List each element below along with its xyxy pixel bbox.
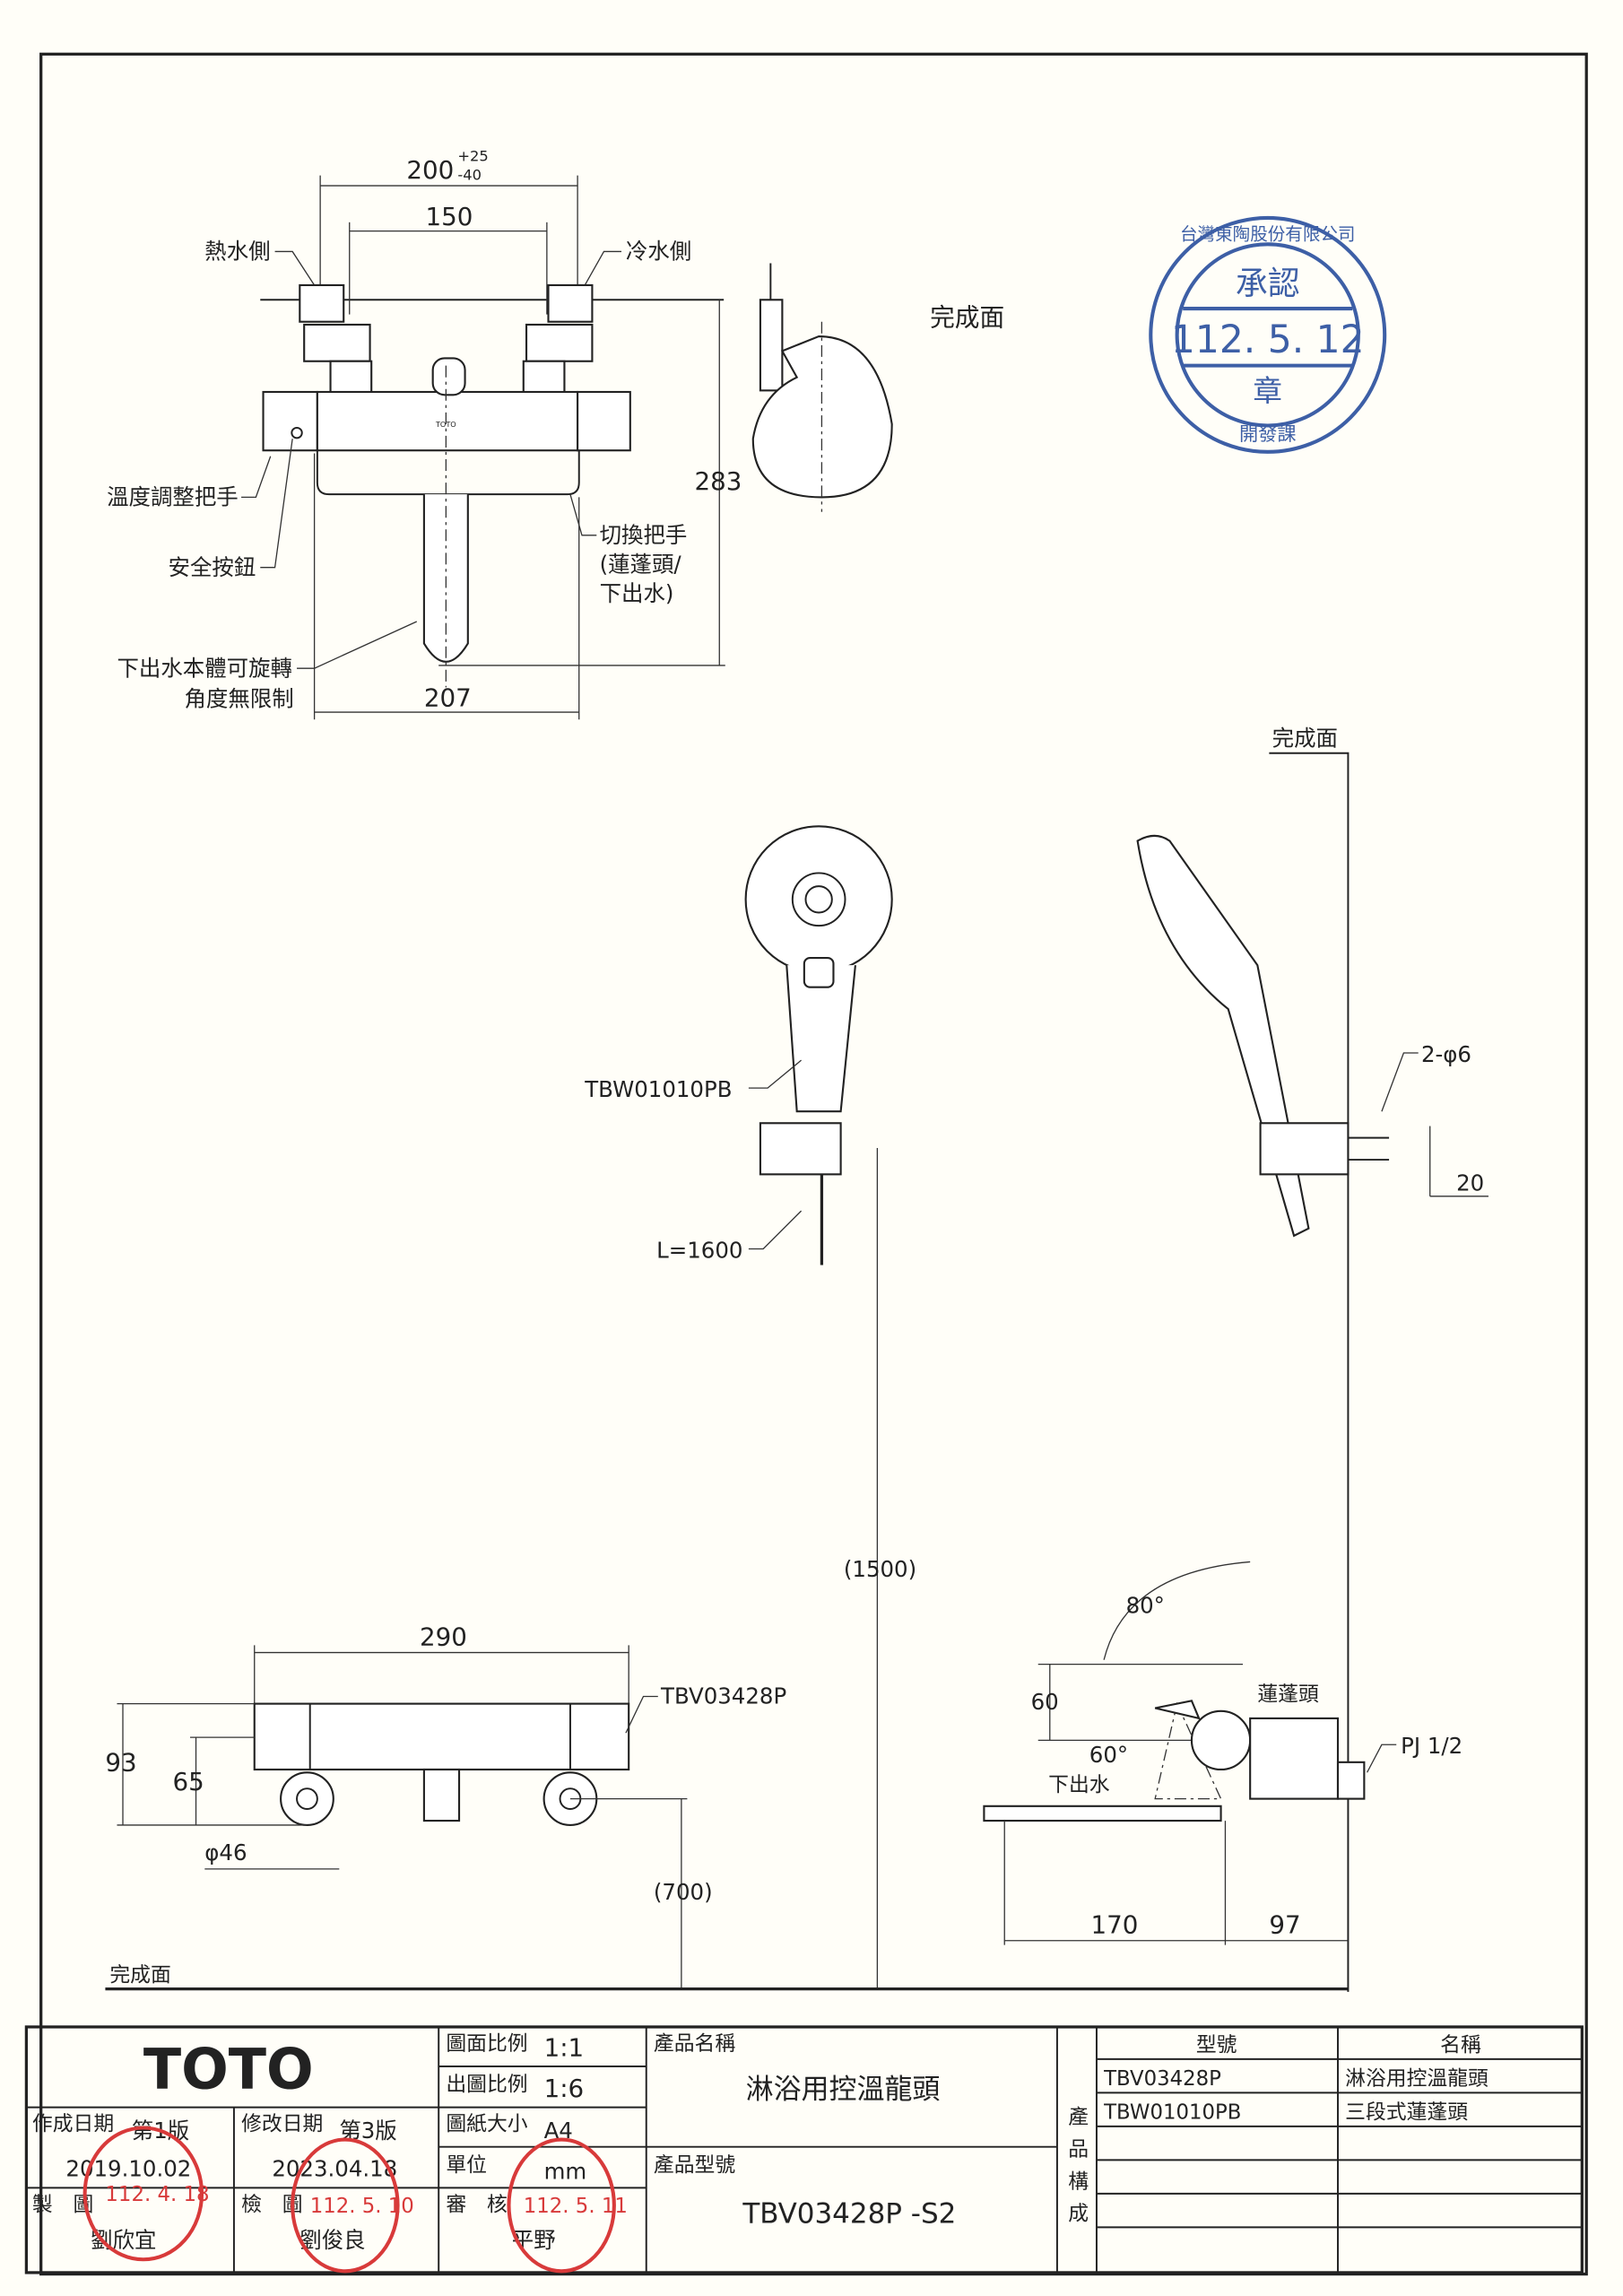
unit: mm bbox=[544, 2159, 587, 2185]
dim-1500: (1500) bbox=[844, 1556, 916, 1582]
temp-handle bbox=[262, 390, 318, 452]
approval-stamp: 台灣東陶股份有限公司 承認 112. 5. 12 章 開發課 bbox=[1149, 215, 1387, 454]
shower-head-front bbox=[744, 825, 893, 974]
drawing-border bbox=[39, 52, 1588, 2276]
front-view: 290 TBV03428P 93 65 φ46 (700) 完成面 bbox=[105, 1622, 1349, 1991]
product-model-label: 產品型號 bbox=[654, 2153, 735, 2177]
stamp-dept: 開發課 bbox=[1239, 422, 1297, 445]
drawn-stamp: 112. 4. 18 bbox=[82, 2126, 210, 2262]
temp-handle-label: 溫度調整把手 bbox=[107, 484, 239, 510]
switch-handle-label: 切換把手 bbox=[600, 522, 688, 548]
output-scale-label: 出圖比例 bbox=[446, 2074, 527, 2097]
approved-label: 審 核 bbox=[446, 2193, 507, 2216]
dim-93: 93 bbox=[105, 1748, 136, 1778]
dim-60: 60 bbox=[1031, 1689, 1059, 1715]
checked-by: 劉俊良 bbox=[299, 2227, 365, 2253]
side-view: 80° 60 60° 下出水 蓮蓬頭 PJ 1/2 170 97 bbox=[983, 1561, 1462, 1945]
hose-length-label: L=1600 bbox=[656, 1237, 742, 1263]
drawing-scale: 1:1 bbox=[544, 2033, 585, 2063]
approved-stamp-date: 112. 5. 11 bbox=[524, 2195, 628, 2218]
switch-handle-label-3: 下出水) bbox=[600, 580, 674, 606]
product-model: TBV03428P -S2 bbox=[742, 2197, 956, 2230]
stamp-company: 台灣東陶股份有限公司 bbox=[1180, 223, 1355, 244]
angle-80: 80° bbox=[1126, 1593, 1165, 1619]
component-name: 淋浴用控溫龍頭 bbox=[1345, 2067, 1488, 2091]
tol-plus: +25 bbox=[457, 147, 488, 164]
tol-minus: -40 bbox=[457, 167, 482, 184]
spout-label: 下出水 bbox=[1048, 1773, 1110, 1796]
component-name: 三段式蓮蓬頭 bbox=[1345, 2101, 1468, 2125]
approved-by: 平野 bbox=[512, 2227, 556, 2253]
dim-65: 65 bbox=[172, 1767, 204, 1796]
switch-handle-label-2: (蓮蓬頭/ bbox=[600, 552, 682, 578]
paper-size-label: 圖紙大小 bbox=[446, 2113, 527, 2136]
dim-97: 97 bbox=[1269, 1910, 1300, 1940]
safety-button bbox=[291, 426, 303, 439]
checked-stamp: 112. 5. 10 bbox=[291, 2137, 414, 2274]
cold-side-label: 冷水側 bbox=[626, 239, 691, 265]
approved-stamp: 112. 5. 11 bbox=[507, 2137, 628, 2274]
revised-label: 修改日期 bbox=[241, 2113, 323, 2136]
drawn-stamp-date: 112. 4. 18 bbox=[105, 2183, 209, 2206]
shower-view: 完成面 TBW01010PB L=1600 2-φ6 20 (1500) bbox=[584, 726, 1488, 1992]
dim-20: 20 bbox=[1456, 1170, 1484, 1196]
stamp-mark: 章 bbox=[1253, 374, 1282, 408]
shower-label: 蓮蓬頭 bbox=[1257, 1683, 1319, 1706]
revised-date: 2023.04.18 bbox=[272, 2155, 397, 2181]
finish-surface-label-3: 完成面 bbox=[109, 1963, 170, 1987]
hot-side-label: 熱水側 bbox=[204, 239, 270, 265]
rotate-label: 下出水本體可旋轉 bbox=[117, 655, 292, 681]
dim-283: 283 bbox=[695, 466, 742, 496]
dim-700: (700) bbox=[654, 1879, 713, 1905]
dim-150: 150 bbox=[426, 202, 473, 231]
drawing-scale-label: 圖面比例 bbox=[446, 2032, 527, 2056]
col-model-header: 型號 bbox=[1196, 2034, 1237, 2057]
stamp-title: 承認 bbox=[1236, 265, 1300, 302]
finish-surface-label-2: 完成面 bbox=[1272, 726, 1338, 752]
angle-60: 60° bbox=[1089, 1742, 1128, 1768]
holes-label: 2-φ6 bbox=[1421, 1041, 1471, 1067]
component-model: TBV03428P bbox=[1103, 2067, 1221, 2091]
col-name-header: 名稱 bbox=[1440, 2034, 1481, 2057]
dim-207: 207 bbox=[424, 683, 472, 713]
safety-button-label: 安全按鈕 bbox=[169, 554, 256, 580]
shower-model-label: TBW01010PB bbox=[584, 1076, 732, 1102]
dim-290: 290 bbox=[420, 1622, 467, 1651]
product-name-label: 產品名稱 bbox=[654, 2032, 735, 2056]
product-name: 淋浴用控溫龍頭 bbox=[746, 2074, 941, 2106]
dim-46: φ46 bbox=[204, 1839, 247, 1866]
output-scale: 1:6 bbox=[544, 2074, 585, 2103]
composition-label: 產品構成 bbox=[1064, 2106, 1088, 2234]
unit-label: 單位 bbox=[446, 2153, 487, 2177]
finish-surface-label: 完成面 bbox=[930, 303, 1004, 333]
component-model: TBW01010PB bbox=[1103, 2101, 1241, 2125]
toto-logo: TOTO bbox=[143, 2036, 314, 2101]
dim-200: 200 bbox=[406, 155, 454, 185]
body-logo: TOTO bbox=[435, 420, 456, 429]
dim-170: 170 bbox=[1090, 1910, 1138, 1940]
rotate-label-2: 角度無限制 bbox=[184, 686, 293, 712]
stamp-date: 112. 5. 12 bbox=[1171, 317, 1365, 361]
title-block: TOTO 作成日期 第1版 2019.10.02 修改日期 第3版 2023.0… bbox=[24, 2025, 1584, 2274]
created-label: 作成日期 bbox=[32, 2113, 114, 2136]
pj-label: PJ 1/2 bbox=[1401, 1733, 1462, 1759]
checked-stamp-date: 112. 5. 10 bbox=[310, 2195, 414, 2218]
valve-model-label: TBV03428P bbox=[660, 1683, 786, 1709]
top-view: 200 +25 -40 150 熱水側 冷水側 完成面 TOTO 283 bbox=[107, 147, 1004, 720]
